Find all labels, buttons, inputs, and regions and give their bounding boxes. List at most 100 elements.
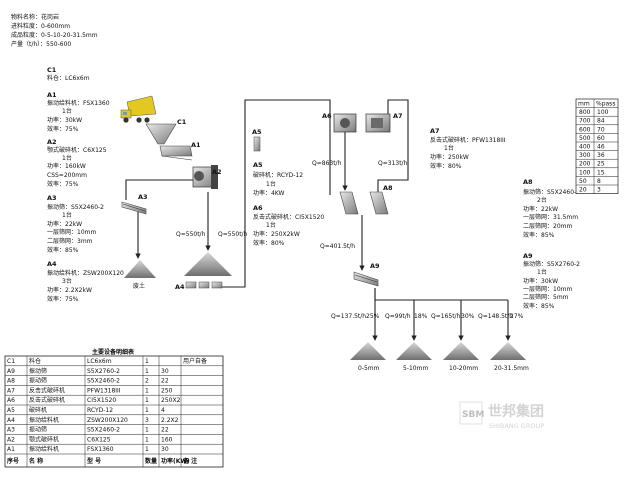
equip-spec: 功率：22kW — [523, 205, 558, 213]
equip-tag: A1 — [191, 141, 201, 149]
equip-code-a5: A5 — [253, 161, 263, 169]
table-cell: 破碎机 — [29, 406, 47, 414]
sieve-cell: 36 — [597, 152, 605, 159]
equip-spec: 功率：2.2X2kW — [47, 286, 92, 294]
equip-spec: 功率：22kW — [47, 220, 82, 228]
table-cell: 振动筛 — [29, 377, 47, 385]
equip-spec: CSS=200mm — [47, 172, 87, 179]
table-cell: 振动筛 — [29, 426, 47, 434]
flow-rate-label: Q=863t/h — [312, 160, 342, 167]
equip-code-a1: A1 — [47, 91, 57, 99]
sieve-cell: 400 — [579, 144, 591, 151]
table-cell: 1 — [145, 397, 149, 404]
equip-spec: 一层筛网：10mm — [47, 228, 96, 236]
equip-tag: A4 — [175, 283, 185, 291]
table-cell: 反击式破碎机 — [29, 396, 65, 404]
equipment-graphics: C1 A1 A2 A3 A5 A6 — [120, 95, 403, 291]
equip-spec: 1台 — [62, 107, 72, 115]
sieve-cell: 600 — [579, 126, 591, 133]
table-header: 型 号 — [87, 457, 101, 465]
table-cell: 振动给料机 — [29, 445, 59, 453]
sieve-cell: 500 — [579, 135, 591, 142]
logo-sub: SHIBANG GROUP — [489, 422, 544, 430]
logo-brand: 世邦集团 — [488, 403, 544, 420]
stockpile-waste — [124, 260, 156, 278]
pile-label: 废土 — [133, 282, 145, 290]
sieve-cell: 700 — [579, 118, 591, 125]
crusher-a5-icon: A5 — [252, 128, 262, 152]
process-parameters: 物料名称：花岗岩 进料粒度：0-600mm 成品粒度：0-5-10-20-31.… — [11, 13, 98, 48]
equip-code-a2: A2 — [47, 138, 57, 146]
table-cell: C6X125 — [87, 436, 111, 443]
logo-mark: SBM — [462, 410, 484, 420]
table-cell: A6 — [7, 397, 15, 404]
sieve-cell: 20 — [579, 187, 587, 194]
param-line: 进料粒度：0-600mm — [11, 22, 70, 30]
equip-code-a7: A7 — [430, 127, 440, 135]
table-cell: 1 — [145, 387, 149, 394]
flow-pct-label: 18% — [414, 313, 428, 320]
equip-spec: 效率：75% — [47, 125, 79, 133]
table-title: 主要设备明细表 — [92, 348, 135, 356]
equip-spec: 反击式破碎机：CI5X1520 — [253, 213, 324, 221]
sieve-cell: 100 — [579, 169, 591, 176]
flow-pct-label: 30% — [461, 313, 475, 320]
table-cell: 颚式破碎机 — [29, 435, 59, 443]
sieve-cell: 100 — [597, 109, 609, 116]
table-cell: FSX1360 — [87, 446, 114, 453]
equip-spec: 功率：30kW — [47, 116, 82, 124]
table-cell: A2 — [7, 436, 15, 443]
table-cell: 1 — [145, 436, 149, 443]
equip-tag: C1 — [177, 118, 187, 126]
table-cell: 22 — [161, 378, 169, 385]
equip-spec: 1台 — [537, 268, 547, 276]
equip-tag: A5 — [252, 128, 262, 136]
param-line: 成品粒度：0-5-10-20-31.5mm — [11, 31, 98, 39]
equip-tag: A9 — [370, 262, 380, 270]
equip-spec: 振动给料机：FSX1360 — [47, 99, 110, 107]
equip-spec: 效率：75% — [47, 180, 79, 188]
vibrating-screen-a8-icon: A8 — [339, 184, 393, 215]
sieve-cell: 200 — [579, 161, 591, 168]
equip-spec: 3台 — [62, 277, 72, 285]
stockpile-5-10 — [396, 342, 432, 360]
equipment-specs-middle: A5 破碎机：RCYD-12 1台 功率：4KW A6 反击式破碎机：CI5X1… — [253, 161, 324, 247]
equip-code-a9: A9 — [523, 252, 533, 260]
table-cell: A4 — [7, 417, 15, 424]
table-cell: A1 — [7, 446, 15, 453]
table-cell: 250X2 — [161, 397, 181, 404]
table-cell: 振动给料机 — [29, 416, 59, 424]
equip-spec: 1台 — [62, 211, 72, 219]
table-cell: 1 — [145, 446, 149, 453]
bin-c1-icon: C1 — [145, 118, 187, 145]
equip-spec: 1台 — [444, 144, 454, 152]
equip-spec: 功率：4KW — [253, 189, 285, 197]
flow-pct-label: 25% — [366, 313, 380, 320]
flow-rate-label: Q=137.5t/h — [331, 313, 366, 320]
equip-spec: 反击式破碎机：PFW1318III — [430, 136, 506, 144]
table-cell: A3 — [7, 427, 15, 434]
sieve-cell: 60 — [597, 135, 605, 142]
pile-label: 0-5mm — [358, 365, 380, 372]
sieve-cell: 46 — [597, 144, 605, 151]
equip-spec: 功率：250X2kW — [253, 230, 300, 238]
table-cell: 30 — [161, 446, 169, 453]
equipment-specs-right: A7 反击式破碎机：PFW1318III 1台 功率：250kW 效率：80% … — [430, 127, 580, 310]
equip-spec: 效率：75% — [47, 295, 79, 303]
pile-label: 10-20mm — [449, 365, 478, 372]
table-cell: C1 — [7, 358, 15, 365]
sieve-cell: 70 — [597, 126, 605, 133]
equip-spec: 一层筛网：31.5mm — [523, 213, 578, 221]
table-cell: 振动筛 — [29, 367, 47, 375]
dump-truck-icon — [120, 95, 157, 123]
sieve-cell: 8 — [597, 178, 601, 185]
flow-rate-label: Q=550t/h — [176, 231, 206, 238]
equip-spec: 颚式破碎机：C6X125 — [47, 146, 107, 154]
sieve-cell: 84 — [597, 118, 605, 125]
table-cell: A5 — [7, 407, 15, 414]
feeder-a1-icon: A1 — [159, 141, 201, 161]
equip-spec: 二层筛网：5mm — [523, 293, 569, 301]
flow-labels: Q=550t/h Q=550t/h Q=863t/h Q=313t/h Q=40… — [176, 160, 524, 320]
equip-spec: 振动筛：S5X2760-2 — [523, 260, 580, 268]
